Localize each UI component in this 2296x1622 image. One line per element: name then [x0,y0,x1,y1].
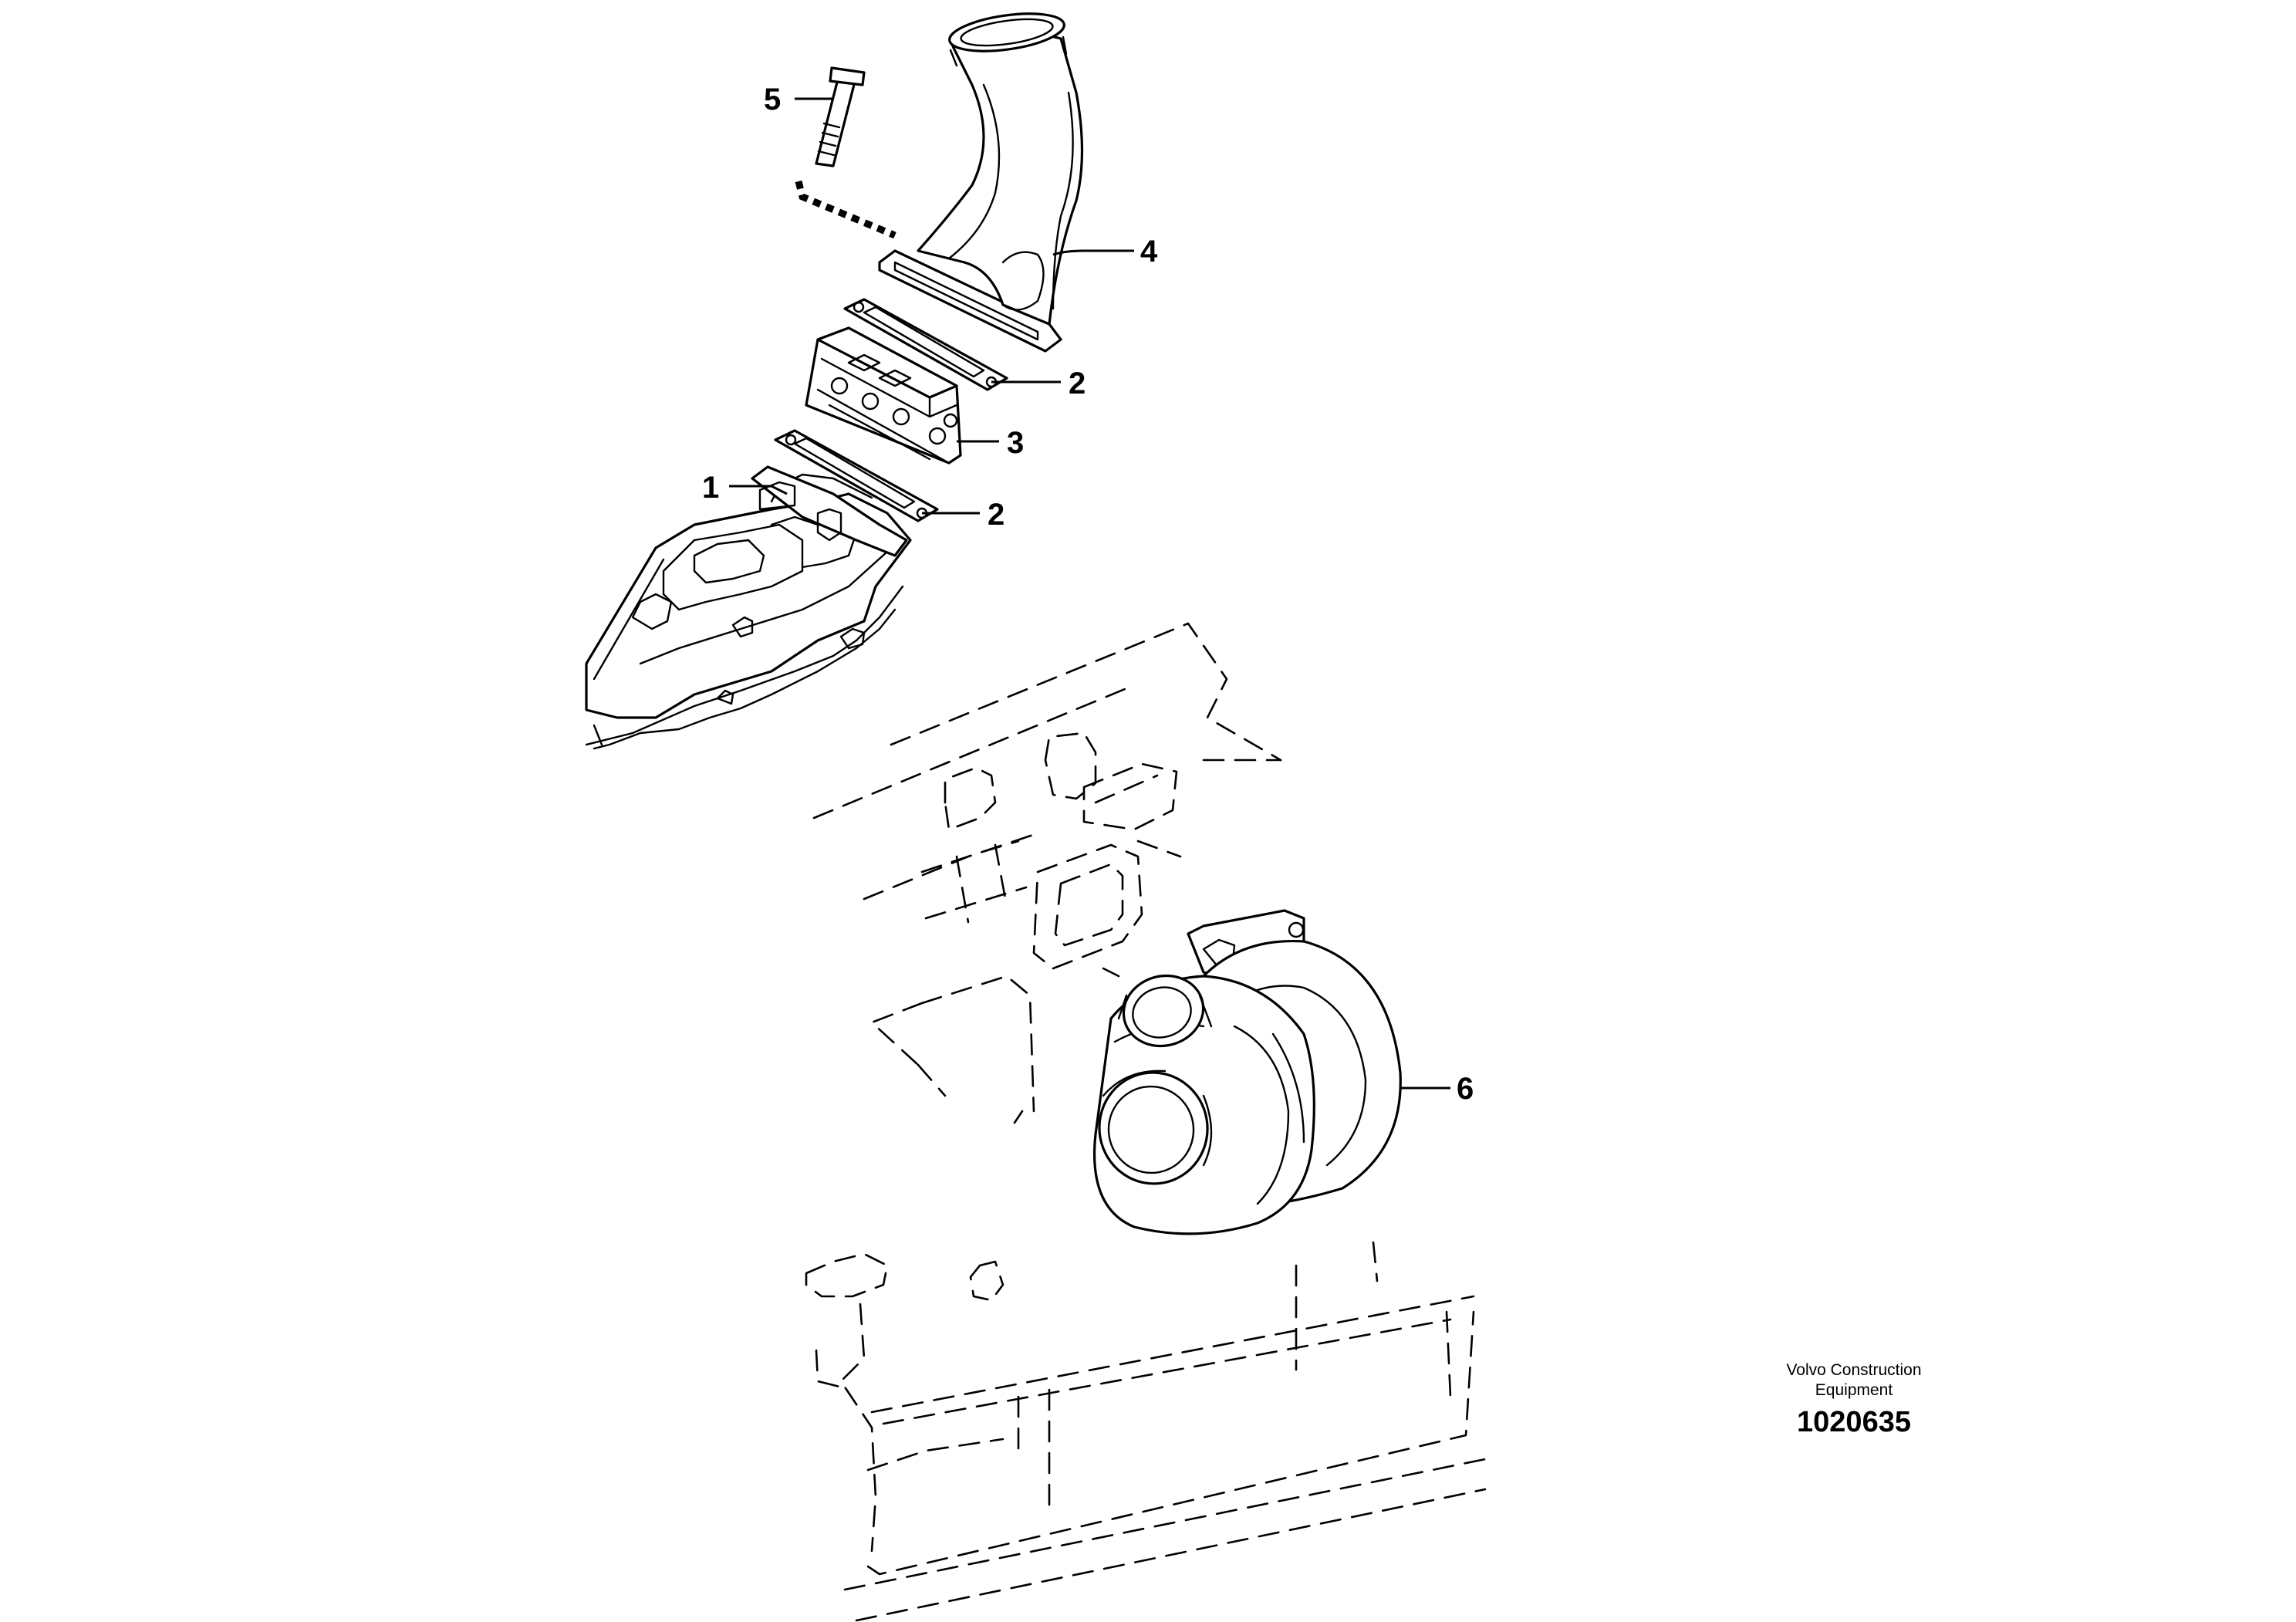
callout-3: 3 [1007,426,1024,460]
exhaust-pipe-bend [878,12,1084,353]
gasket-lower [774,429,939,522]
brand-line2: Equipment [1815,1381,1893,1399]
drawing-number: 1020635 [1797,1406,1911,1438]
callout-labels: 5 4 2 3 1 2 6 [702,83,1474,1106]
valve-housing [805,326,962,465]
callout-1: 1 [702,471,719,505]
bolt [795,66,896,239]
callout-6: 6 [1457,1072,1474,1106]
callout-4: 4 [1140,235,1158,269]
brand-line1: Volvo Construction [1786,1361,1921,1379]
callout-2a: 2 [1069,367,1086,400]
callout-2b: 2 [988,498,1004,532]
turbocharger [1092,909,1402,1235]
exhaust-manifold [585,465,912,750]
gasket-upper [843,298,1008,391]
callout-5: 5 [764,83,781,117]
drawing-footer: Volvo Construction Equipment 1020635 [1786,1361,1921,1438]
engine-block-outline [805,622,1491,1622]
